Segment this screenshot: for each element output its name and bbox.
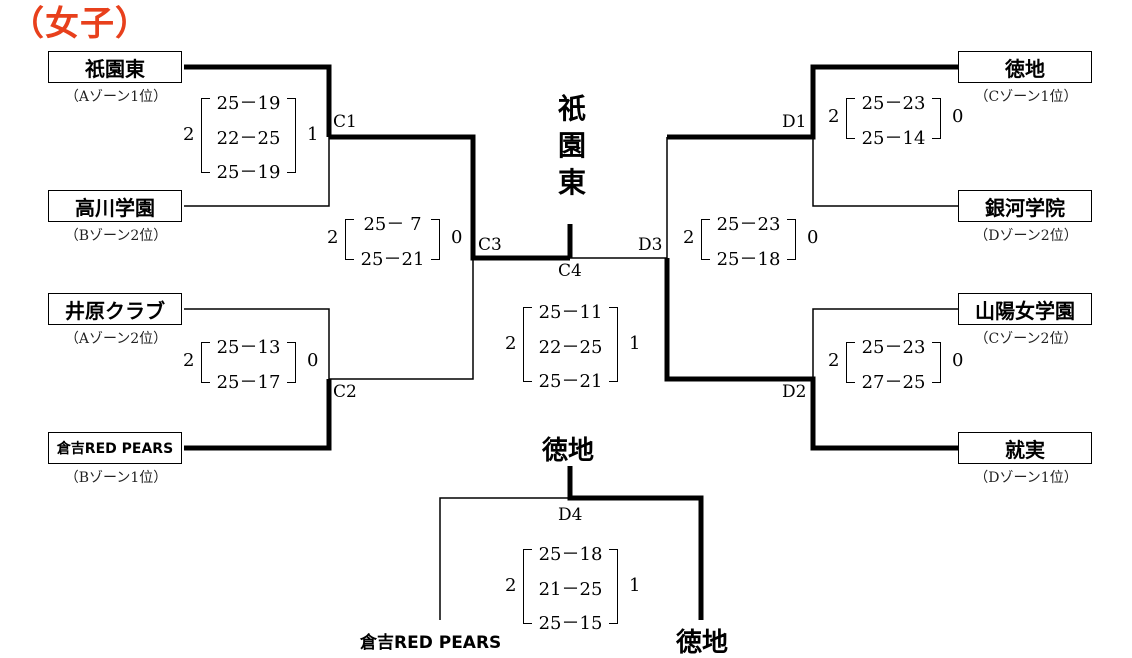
set-score: 25－13 [216, 337, 281, 358]
sets-won-left: 2 [683, 227, 695, 249]
bracket-title: （女子） [10, 4, 150, 44]
zone-label: （Cゾーン1位） [974, 89, 1078, 105]
third-place-team-left: 倉吉RED PEARS [360, 633, 502, 653]
set-score: 25－18 [716, 248, 781, 270]
champion-name: 祇園東 [557, 92, 586, 199]
team-box: 山陽女学園 [958, 293, 1092, 325]
sets-won-right: 0 [952, 106, 964, 128]
zone-label: （Dゾーン2位） [974, 228, 1078, 244]
sets-won-right: 0 [307, 350, 319, 372]
match-label-d2: D2 [782, 382, 807, 402]
match-label-d3: D3 [638, 235, 663, 255]
line-sanyo [812, 308, 958, 379]
set-score: 25－18 [538, 544, 603, 565]
sets-won-right: 1 [629, 574, 641, 596]
zone-label: （Cゾーン2位） [974, 331, 1078, 347]
set-score: 25－19 [216, 162, 281, 183]
sets-won-right: 1 [307, 123, 319, 145]
set-score: 21－25 [538, 578, 603, 600]
bracket-right [787, 219, 796, 260]
set-score: 25－21 [538, 371, 603, 392]
zone-label: （Bゾーン2位） [64, 228, 168, 244]
bracket-right [431, 219, 440, 260]
bracket-left [345, 219, 354, 260]
bracket-right [609, 549, 618, 624]
team-box: 祇園東 [48, 51, 182, 83]
match-label-d1: D1 [782, 112, 807, 132]
set-score: 25－23 [861, 93, 926, 114]
line-c2 [329, 258, 474, 380]
sets-won-right: 0 [952, 350, 964, 372]
team-box: 倉吉RED PEARS [48, 432, 182, 464]
third-place-winner: 徳地 [542, 436, 595, 466]
bracket-left [201, 98, 210, 173]
match-label-c1: C1 [333, 112, 357, 132]
set-score: 27－25 [861, 371, 926, 393]
set-score: 25－14 [861, 127, 926, 149]
bracket-left [846, 98, 855, 139]
bracket-right [609, 307, 618, 382]
bracket-right [287, 342, 296, 383]
team-box: 高川学園 [48, 190, 182, 222]
sets-won-right: 1 [629, 332, 641, 354]
line-c1 [329, 134, 570, 261]
sets-won-left: 2 [183, 123, 195, 145]
line-d4-right [567, 466, 704, 620]
line-ibara [184, 308, 330, 379]
zone-label: （Aゾーン2位） [64, 331, 168, 347]
bracket-left [846, 342, 855, 383]
bracket-left [701, 219, 710, 260]
line-kurayoshi [184, 379, 332, 451]
set-score: 22－25 [216, 127, 281, 149]
set-score: 25－21 [360, 248, 425, 270]
bracket-left [201, 342, 210, 383]
line-gionhigashi [184, 64, 332, 137]
line-d4-left [439, 497, 570, 620]
set-score: 25－15 [538, 613, 603, 634]
sets-won-right: 0 [807, 227, 819, 249]
match-label-c4: C4 [558, 261, 582, 281]
sets-won-left: 2 [183, 350, 195, 372]
line-takagawa [184, 137, 330, 207]
line-shujitsu [664, 258, 958, 451]
team-box: 銀河学院 [958, 190, 1092, 222]
team-box: 井原クラブ [48, 293, 182, 325]
line-ginga [812, 137, 958, 207]
team-box: 徳地 [958, 51, 1092, 83]
match-label-c3: C3 [478, 235, 502, 255]
third-place-team-right: 徳地 [676, 628, 729, 658]
set-score: 25－ 7 [363, 214, 422, 235]
set-score: 25－17 [216, 371, 281, 393]
sets-won-right: 0 [451, 227, 463, 249]
bracket-right [932, 342, 941, 383]
set-score: 25－23 [861, 337, 926, 358]
set-score: 25－19 [216, 93, 281, 114]
zone-label: （Aゾーン1位） [64, 89, 168, 105]
zone-label: （Dゾーン1位） [974, 470, 1078, 486]
line-tokuji [667, 64, 958, 140]
sets-won-left: 2 [505, 332, 517, 354]
set-score: 22－25 [538, 336, 603, 358]
set-score: 25－11 [538, 302, 603, 323]
bracket-left [523, 549, 532, 624]
sets-won-left: 2 [327, 227, 339, 249]
sets-won-left: 2 [505, 574, 517, 596]
bracket-right [287, 98, 296, 173]
sets-won-left: 2 [828, 350, 840, 372]
sets-won-left: 2 [828, 106, 840, 128]
match-label-d4: D4 [558, 505, 583, 525]
bracket-left [523, 307, 532, 382]
zone-label: （Bゾーン1位） [64, 470, 168, 486]
bracket-right [932, 98, 941, 139]
match-label-c2: C2 [333, 382, 357, 402]
team-box: 就実 [958, 432, 1092, 464]
set-score: 25－23 [716, 214, 781, 235]
